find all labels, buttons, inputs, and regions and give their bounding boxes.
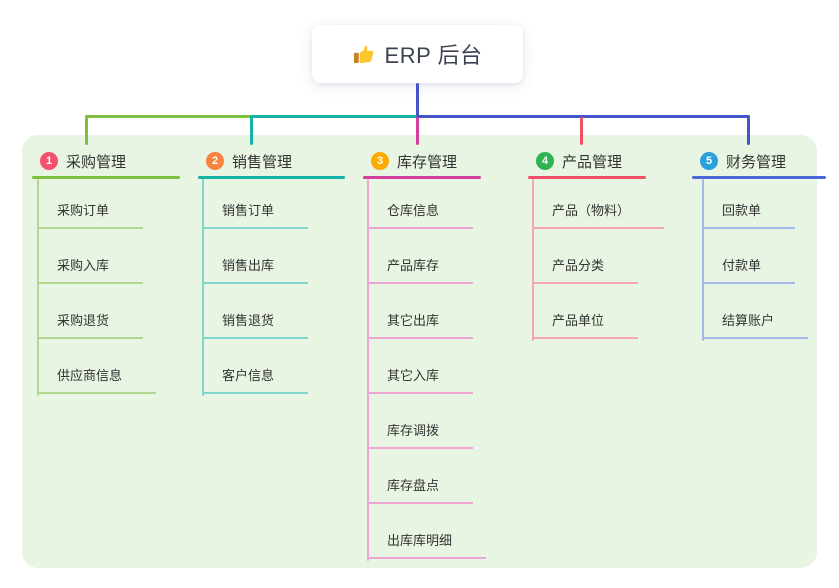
branch-node-label: 采购管理 — [66, 153, 127, 171]
mindmap-background-panel — [22, 135, 817, 568]
branch-number-badge: 2 — [206, 152, 224, 170]
child-connector-line — [532, 179, 534, 341]
child-node[interactable]: 销售订单 — [202, 193, 309, 229]
child-node[interactable]: 销售出库 — [202, 248, 309, 284]
child-connector-line — [202, 179, 204, 396]
child-node[interactable]: 付款单 — [702, 248, 796, 284]
root-node-label: ERP 后台 — [384, 43, 483, 68]
branch-node-4[interactable]: 4 产品管理 — [536, 147, 622, 175]
child-node[interactable]: 产品单位 — [532, 303, 639, 339]
branch-drop-line — [747, 117, 750, 145]
branch-node-1[interactable]: 1 采购管理 — [40, 147, 126, 175]
branch-underline — [363, 176, 481, 179]
root-node[interactable]: ERP 后台 — [312, 25, 523, 83]
thumbs-up-icon — [353, 43, 376, 66]
child-node[interactable]: 产品分类 — [532, 248, 639, 284]
bus-line-segment — [250, 115, 419, 118]
child-node[interactable]: 仓库信息 — [367, 193, 474, 229]
child-node[interactable]: 供应商信息 — [37, 358, 157, 394]
child-node[interactable]: 产品库存 — [367, 248, 474, 284]
child-node[interactable]: 其它入库 — [367, 358, 474, 394]
branch-underline — [528, 176, 646, 179]
branch-number-badge: 3 — [371, 152, 389, 170]
branch-drop-line — [85, 117, 88, 145]
root-connector-line — [416, 83, 419, 116]
child-connector-line — [702, 179, 704, 341]
bus-line-segment — [85, 115, 253, 118]
branch-underline — [32, 176, 180, 179]
branch-underline — [692, 176, 826, 179]
branch-node-5[interactable]: 5 财务管理 — [700, 147, 786, 175]
branch-node-label: 产品管理 — [562, 153, 623, 171]
child-connector-line — [367, 179, 369, 561]
child-node[interactable]: 库存调拨 — [367, 413, 474, 449]
child-node[interactable]: 客户信息 — [202, 358, 309, 394]
child-node[interactable]: 采购入库 — [37, 248, 144, 284]
bus-line-segment — [416, 115, 750, 118]
child-node[interactable]: 采购退货 — [37, 303, 144, 339]
branch-number-badge: 4 — [536, 152, 554, 170]
child-node[interactable]: 库存盘点 — [367, 468, 474, 504]
branch-node-label: 销售管理 — [232, 153, 293, 171]
branch-drop-line — [250, 117, 253, 145]
branch-node-label: 财务管理 — [726, 153, 787, 171]
child-node[interactable]: 出库库明细 — [367, 523, 487, 559]
child-node[interactable]: 销售退货 — [202, 303, 309, 339]
branch-drop-line — [580, 117, 583, 145]
branch-drop-line — [416, 117, 419, 145]
child-node[interactable]: 采购订单 — [37, 193, 144, 229]
branch-node-label: 库存管理 — [397, 153, 458, 171]
child-node[interactable]: 回款单 — [702, 193, 796, 229]
branch-number-badge: 1 — [40, 152, 58, 170]
branch-number-badge: 5 — [700, 152, 718, 170]
child-node[interactable]: 产品（物料） — [532, 193, 665, 229]
branch-node-2[interactable]: 2 销售管理 — [206, 147, 292, 175]
branch-underline — [198, 176, 345, 179]
child-connector-line — [37, 179, 39, 396]
child-node[interactable]: 其它出库 — [367, 303, 474, 339]
branch-node-3[interactable]: 3 库存管理 — [371, 147, 457, 175]
child-node[interactable]: 结算账户 — [702, 303, 809, 339]
